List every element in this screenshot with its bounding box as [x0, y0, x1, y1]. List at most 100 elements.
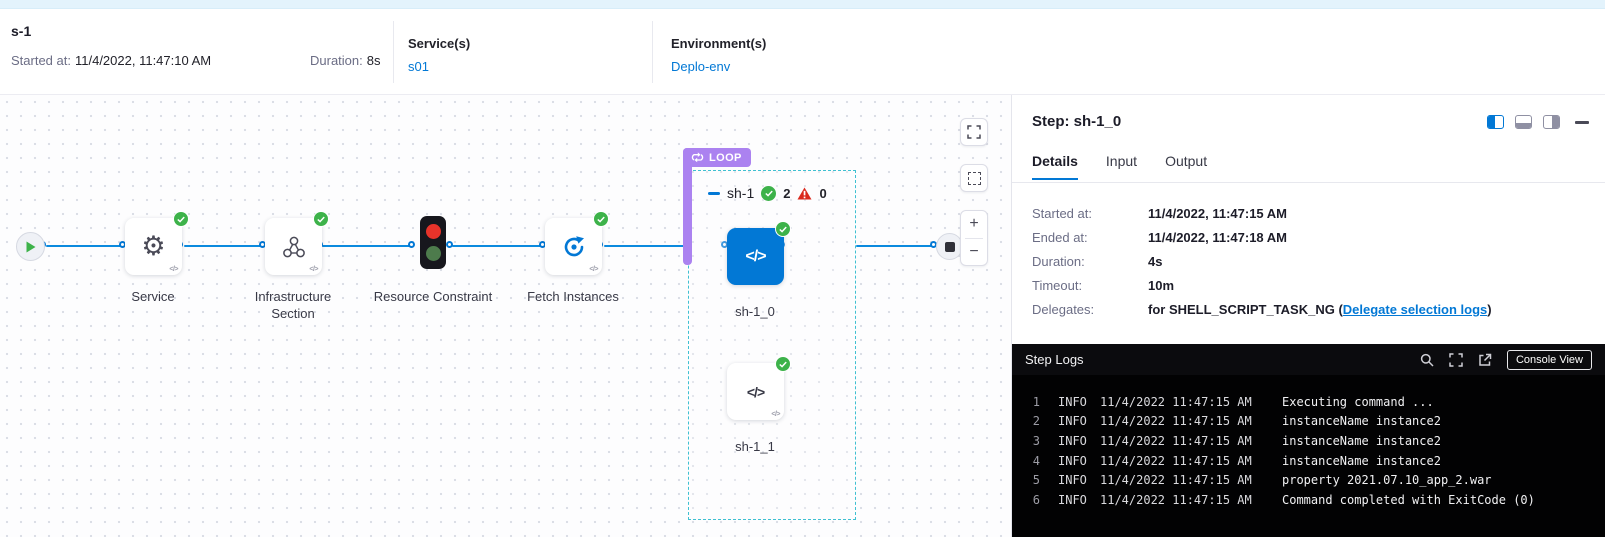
panel-tabs: Details Input Output	[1032, 153, 1207, 180]
success-badge-icon	[775, 356, 791, 372]
loop-group-boundary[interactable]	[688, 170, 856, 520]
zoom-in-button[interactable]: +	[969, 215, 979, 233]
environments-block: Environment(s) Deplo-env	[671, 36, 766, 76]
tab-details[interactable]: Details	[1032, 153, 1078, 180]
stop-icon	[944, 241, 955, 252]
log-line: 4 INFO 11/4/2022 11:47:15 AM instanceNam…	[1012, 451, 1605, 471]
log-message: Executing command ...	[1282, 394, 1434, 409]
log-level: INFO	[1058, 433, 1087, 448]
edge	[46, 245, 122, 247]
collapse-group-icon[interactable]	[708, 191, 720, 195]
loop-badge[interactable]: LOOP	[683, 148, 751, 167]
duration: Duration:8s	[310, 53, 380, 68]
duration-value: 8s	[366, 53, 381, 68]
connector-dot	[408, 241, 415, 248]
search-icon	[1420, 353, 1434, 367]
minimize-panel-icon[interactable]	[1575, 120, 1589, 124]
console-view-button[interactable]: Console View	[1506, 349, 1592, 370]
gear-icon: ⚙︎	[141, 231, 166, 261]
node-sh-1-1[interactable]: </> </>	[727, 356, 791, 420]
execution-name: s-1	[11, 23, 32, 39]
node-service[interactable]: ⚙︎ </>	[125, 211, 189, 275]
detail-row: Ended at: 11/4/2022, 11:47:18 AM	[1032, 231, 1589, 245]
shell-script-icon: </>	[745, 247, 766, 265]
log-line-number: 4	[1032, 453, 1040, 468]
panel-layout-controls	[1487, 115, 1589, 129]
marquee-select-button[interactable]	[960, 164, 988, 192]
panel-title: Step: sh-1_0	[1032, 113, 1122, 130]
tab-output[interactable]: Output	[1165, 153, 1208, 169]
layout-fill	[1488, 116, 1495, 128]
fit-to-screen-button[interactable]	[960, 118, 988, 146]
loop-icon	[691, 152, 704, 163]
log-timestamp: 11/4/2022 11:47:15 AM	[1100, 394, 1252, 409]
node-infrastructure[interactable]: </>	[265, 211, 329, 275]
log-line-number: 6	[1032, 492, 1040, 507]
marquee-icon	[967, 171, 981, 185]
layout-split-view-icon[interactable]	[1487, 115, 1504, 129]
connector-dot	[446, 241, 453, 248]
edge	[604, 245, 688, 247]
log-line: 3 INFO 11/4/2022 11:47:15 AM instanceNam…	[1012, 431, 1605, 451]
log-message: instanceName instance2	[1282, 453, 1441, 468]
node-fetch-instances[interactable]: </>	[545, 211, 609, 275]
external-link-icon	[1479, 353, 1492, 366]
loop-strip	[683, 148, 692, 265]
step-details: Started at: 11/4/2022, 11:47:15 AM Ended…	[1032, 207, 1589, 327]
pipeline-canvas[interactable]: ⚙︎ </> Service </> Infrastructure Sectio…	[0, 95, 1011, 537]
log-level: INFO	[1058, 453, 1087, 468]
node-label-sh-1-0: sh-1_0	[735, 304, 775, 319]
fetch-instances-icon	[564, 235, 584, 256]
traffic-green-light-icon	[425, 245, 441, 261]
service-link[interactable]: s01	[408, 59, 429, 74]
zoom-out-button[interactable]: −	[969, 242, 979, 260]
log-level: INFO	[1058, 473, 1087, 488]
detail-row: Started at: 11/4/2022, 11:47:15 AM	[1032, 207, 1589, 221]
delegates-suffix: )	[1487, 302, 1492, 317]
end-node[interactable]	[936, 233, 963, 260]
delegate-selection-logs-link[interactable]: Delegate selection logs	[1342, 302, 1488, 317]
log-level: INFO	[1058, 414, 1087, 429]
node-resource-constraint[interactable]	[420, 216, 446, 269]
log-timestamp: 11/4/2022 11:47:15 AM	[1100, 492, 1252, 507]
detail-value: 10m	[1148, 278, 1175, 293]
log-line-number: 5	[1032, 473, 1040, 488]
header-divider	[652, 21, 653, 83]
edge	[322, 245, 412, 247]
zoom-divider	[965, 237, 983, 239]
environment-link[interactable]: Deplo-env	[671, 59, 731, 74]
delegates-prefix: for SHELL_SCRIPT_TASK_NG (	[1148, 302, 1343, 317]
tab-input[interactable]: Input	[1105, 153, 1138, 169]
services-block: Service(s) s01	[408, 36, 470, 76]
services-label: Service(s)	[408, 36, 471, 51]
log-line: 5 INFO 11/4/2022 11:47:15 AM property 20…	[1012, 470, 1605, 490]
open-logs-new-tab-button[interactable]	[1478, 353, 1492, 367]
loop-group-name: sh-1	[727, 185, 755, 201]
success-count: 2	[783, 185, 791, 201]
layout-fill	[1516, 122, 1531, 128]
success-badge-icon	[173, 211, 189, 227]
expand-logs-button[interactable]	[1449, 352, 1463, 367]
detail-value: for SHELL_SCRIPT_TASK_NG (Delegate selec…	[1148, 303, 1492, 317]
header-divider	[393, 21, 394, 83]
infrastructure-icon	[282, 236, 305, 257]
top-strip	[0, 0, 1605, 9]
layout-bottom-view-icon[interactable]	[1515, 115, 1532, 129]
detail-value: 11/4/2022, 11:47:18 AM	[1148, 230, 1288, 245]
log-message: property 2021.07.10_app_2.war	[1282, 473, 1492, 488]
node-sh-1-0[interactable]: </>	[727, 221, 791, 285]
layout-right-view-icon[interactable]	[1543, 115, 1560, 129]
detail-value: 11/4/2022, 11:47:15 AM	[1148, 206, 1288, 221]
detail-label: Timeout:	[1032, 278, 1083, 293]
script-mini-icon: </>	[169, 266, 178, 273]
start-node[interactable]	[16, 232, 45, 261]
node-label-sh-1-1: sh-1_1	[735, 439, 775, 454]
success-count-icon	[761, 185, 777, 201]
log-message: instanceName instance2	[1282, 414, 1441, 429]
step-logs-header: Step Logs	[1012, 344, 1605, 375]
node-label-service: Service	[131, 289, 175, 304]
detail-label: Duration:	[1032, 254, 1085, 269]
search-logs-button[interactable]	[1420, 353, 1434, 367]
log-level: INFO	[1058, 492, 1087, 507]
failed-count-icon	[797, 187, 812, 199]
